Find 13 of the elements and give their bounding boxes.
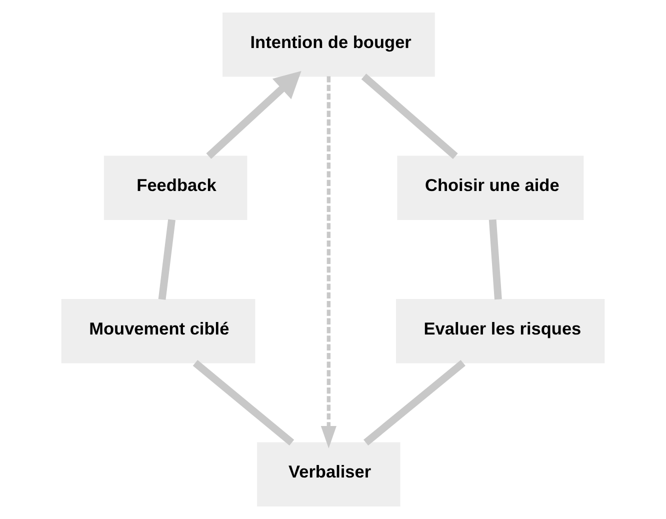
connector [192,360,294,446]
node-box: Intention de bouger [222,12,435,77]
connector [158,219,176,300]
node-box: Evaluer les risques [396,299,605,364]
node-box: Verbaliser [257,442,400,506]
node-box: Feedback [104,156,248,220]
node-box: Mouvement ciblé [61,299,256,364]
connector [364,360,466,446]
connector [361,74,458,159]
arrow [206,71,302,159]
arrow [320,76,336,448]
node-box: Choisir une aide [397,156,584,220]
connector [488,219,502,300]
